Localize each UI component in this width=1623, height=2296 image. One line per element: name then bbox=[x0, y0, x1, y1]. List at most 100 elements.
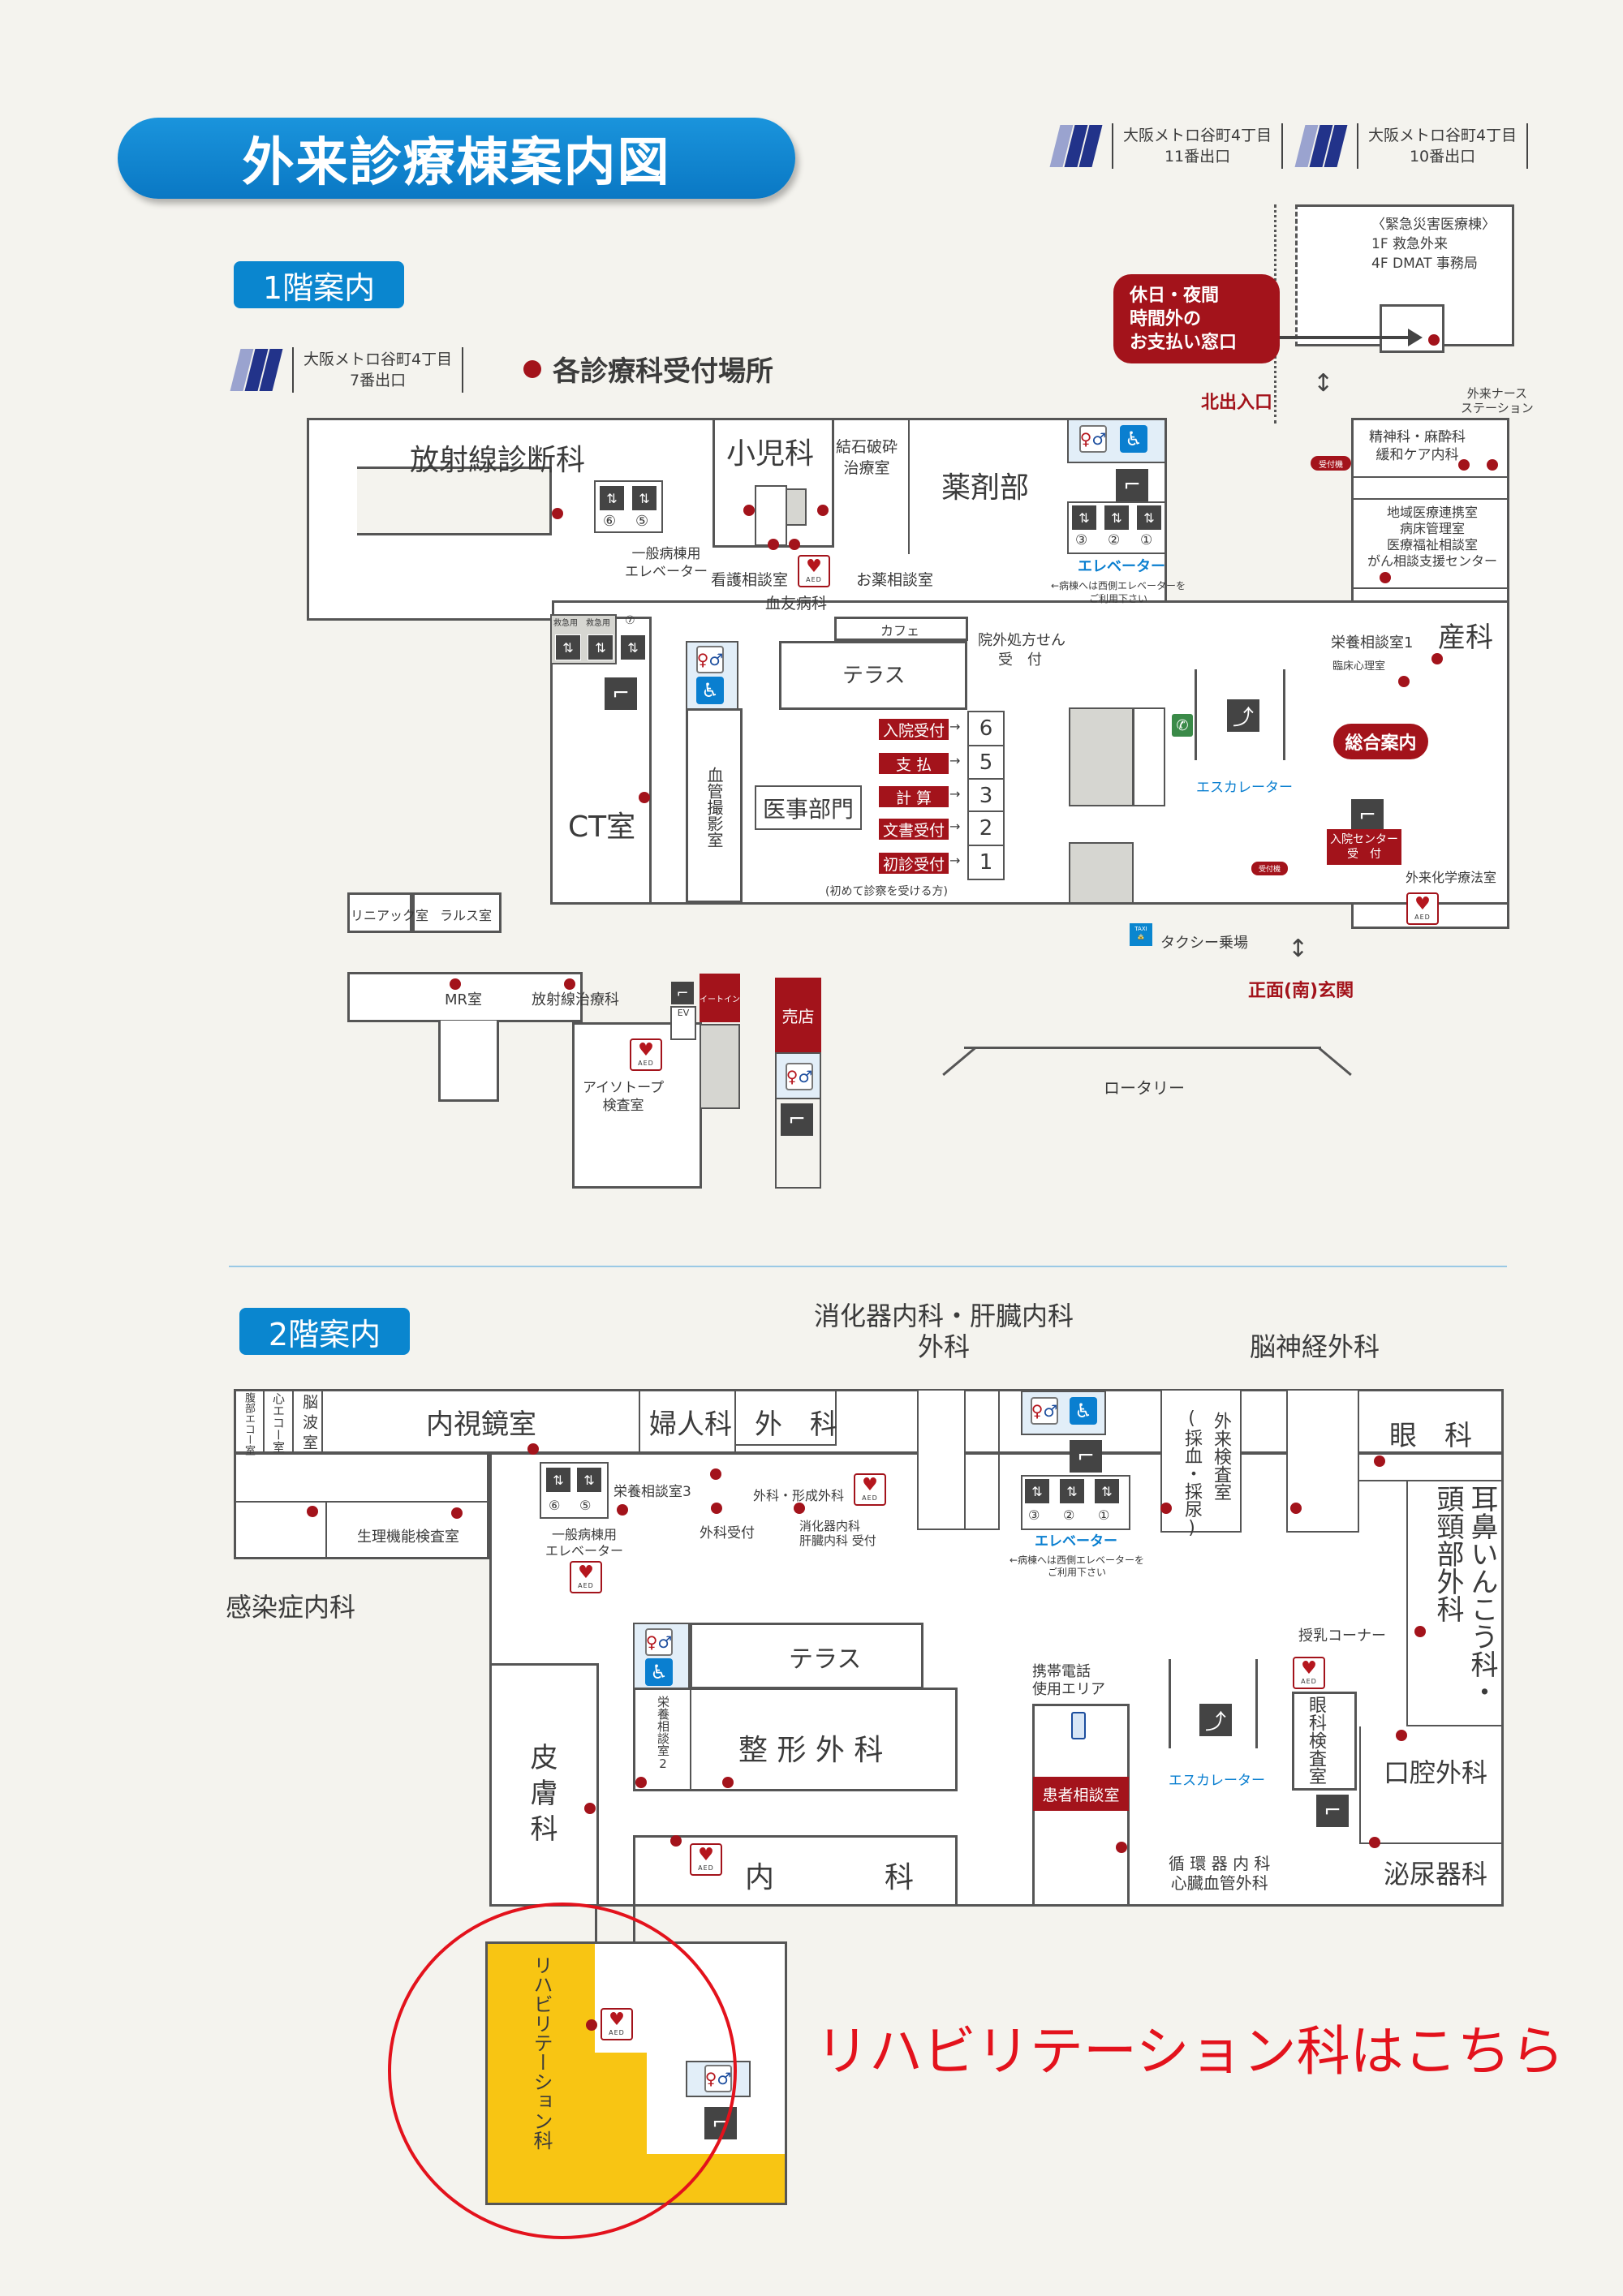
admission-center[interactable]: 入院センター受 付 bbox=[1327, 829, 1401, 865]
reception-kiosk[interactable]: 受付機 bbox=[1251, 862, 1288, 875]
reception-dot bbox=[789, 539, 800, 550]
pharmacy-label: 薬剤部 bbox=[941, 471, 1030, 505]
corridor-room bbox=[966, 1391, 1000, 1530]
shop[interactable]: 売店 bbox=[775, 978, 821, 1052]
ev-label: EV bbox=[677, 1008, 690, 1018]
surgery-label: 外 科 bbox=[755, 1408, 837, 1441]
reception-dot bbox=[817, 505, 829, 516]
abdominal-echo-label: 腹部エコー室 bbox=[243, 1392, 255, 1455]
surgery-plastic-label: 外科・形成外科 bbox=[753, 1488, 845, 1503]
escalator-label: エスカレーター bbox=[1196, 780, 1293, 796]
reception-dot bbox=[711, 1503, 722, 1514]
aed-icon: ♥AED bbox=[854, 1473, 886, 1506]
counter-label[interactable]: 支 払 bbox=[879, 753, 949, 774]
rotary-line bbox=[964, 1047, 1321, 1049]
mr-extension bbox=[438, 1021, 499, 1102]
elevator-icon: ⇅ bbox=[620, 634, 646, 660]
reception-dot bbox=[1160, 1503, 1172, 1514]
obstetrics-label: 産科 bbox=[1438, 621, 1493, 654]
neurosurgery-label: 脳神経外科 bbox=[1250, 1331, 1380, 1362]
reception-dot bbox=[1487, 459, 1498, 471]
elevator-note: ←病棟へは西側エレベーターをご利用下さい bbox=[1051, 580, 1186, 604]
counter-number: 5 bbox=[967, 745, 1005, 780]
counter-label[interactable]: 計 算 bbox=[879, 786, 949, 807]
reception-dot bbox=[639, 792, 650, 803]
page-title: 外来診療棟案内図 bbox=[118, 118, 795, 199]
metro-logo-icon bbox=[230, 349, 286, 391]
elevator-icon: ⇅ bbox=[1059, 1478, 1085, 1504]
elevator-icon: ⇅ bbox=[588, 634, 613, 660]
stairs-icon: ⌐ bbox=[1351, 799, 1384, 832]
emergency-use-label: 救急用 bbox=[553, 619, 578, 628]
counter-number: 6 bbox=[967, 711, 1005, 746]
chemo-label: 外来化学療法室 bbox=[1406, 870, 1497, 885]
restroom-icon: ♀♂ bbox=[1031, 1397, 1058, 1425]
lab-sub-label: (採血・採尿) bbox=[1182, 1408, 1202, 1538]
mr-label: MR室 bbox=[445, 991, 483, 1008]
oral-surgery-room bbox=[1359, 1726, 1504, 1844]
escalator-icon: ⤴ bbox=[1199, 1704, 1232, 1736]
elevator-number: ⑦ bbox=[625, 614, 635, 627]
after-hours-payment-window[interactable]: 休日・夜間 時間外の お支払い窓口 bbox=[1113, 274, 1280, 363]
urology-label: 泌尿器科 bbox=[1384, 1859, 1488, 1890]
stairs-icon: ⌐ bbox=[1070, 1440, 1102, 1473]
orthopedics-label: 整 形 外 科 bbox=[738, 1734, 884, 1767]
partition bbox=[1133, 707, 1165, 806]
reception-dot bbox=[1431, 653, 1443, 664]
counter-label[interactable]: 文書受付 bbox=[879, 819, 949, 840]
mobile-phone-icon bbox=[1071, 1712, 1086, 1739]
patient-consult-room[interactable]: 患者相談室 bbox=[1033, 1777, 1129, 1811]
counter-number: 1 bbox=[967, 845, 1005, 880]
rehab-callout[interactable]: リハビリテーション科はこちら bbox=[816, 2020, 1565, 2083]
reception-dot bbox=[635, 1777, 647, 1788]
elevator-number: ② bbox=[1063, 1507, 1075, 1523]
reception-dot bbox=[768, 539, 779, 550]
stairs-icon: ⌐ bbox=[1116, 469, 1148, 501]
arrow-right-icon: → bbox=[949, 786, 961, 802]
restroom-icon: ♀♂ bbox=[786, 1063, 813, 1090]
radiology-label: 放射線診断科 bbox=[410, 444, 586, 477]
rotary-line bbox=[1318, 1047, 1352, 1077]
psychiatry-label: 精神科・麻酔科緩和ケア内科 bbox=[1369, 429, 1466, 463]
rals-room bbox=[412, 892, 502, 933]
ophthalmology-label: 眼 科 bbox=[1389, 1420, 1472, 1452]
surgery-reception-label: 外科受付 bbox=[700, 1525, 755, 1541]
terrace-room bbox=[779, 641, 967, 710]
south-entrance-arrow-icon: ↕ bbox=[1288, 935, 1309, 963]
physiology-room bbox=[327, 1501, 489, 1559]
orthopedics-room bbox=[633, 1688, 958, 1791]
reception-kiosk[interactable]: 受付機 bbox=[1311, 456, 1351, 471]
reception-dot bbox=[743, 505, 755, 516]
rotary-label: ロータリー bbox=[1104, 1078, 1185, 1098]
structural-block bbox=[700, 1024, 740, 1109]
metro-logo-icon bbox=[1049, 125, 1105, 167]
arrow-right-icon: → bbox=[949, 853, 961, 868]
counter-label[interactable]: 入院受付 bbox=[879, 719, 949, 740]
cardio-label: 循 環 器 内 科心臓血管外科 bbox=[1169, 1854, 1271, 1893]
medical-affairs-label: 医事部門 bbox=[755, 785, 862, 830]
reception-dot bbox=[1369, 1837, 1380, 1848]
floor1-tag: 1階案内 bbox=[234, 261, 404, 308]
ct-room bbox=[550, 617, 652, 905]
medicine-consult-label: お薬相談室 bbox=[856, 571, 934, 589]
radiation-therapy-label: 放射線治療科 bbox=[532, 991, 619, 1008]
escalator bbox=[1195, 669, 1285, 760]
reception-dot bbox=[794, 1503, 805, 1514]
reception-dot bbox=[450, 978, 461, 990]
general-info-desk[interactable]: 総合案内 bbox=[1333, 724, 1428, 759]
reception-dot bbox=[722, 1777, 734, 1788]
counter-label[interactable]: 初診受付 bbox=[879, 853, 949, 874]
elevator-icon: ⇅ bbox=[555, 634, 581, 660]
rals-label: ラルス室 bbox=[440, 908, 493, 923]
taxi-label: タクシー乗場 bbox=[1160, 935, 1248, 952]
physiology-label: 生理機能検査室 bbox=[357, 1529, 459, 1546]
elevator-icon: ⇅ bbox=[1104, 505, 1130, 531]
reception-dot bbox=[617, 1504, 628, 1516]
reception-dot bbox=[307, 1506, 318, 1517]
dermatology-label: 皮膚科 bbox=[525, 1743, 558, 1850]
cardiac-echo-label: 心エコー室 bbox=[271, 1392, 286, 1453]
reception-dot bbox=[1374, 1455, 1385, 1467]
reception-dot bbox=[1396, 1730, 1407, 1741]
angiography-label: 血管撮影室 bbox=[704, 767, 724, 848]
linac-room bbox=[347, 892, 412, 933]
